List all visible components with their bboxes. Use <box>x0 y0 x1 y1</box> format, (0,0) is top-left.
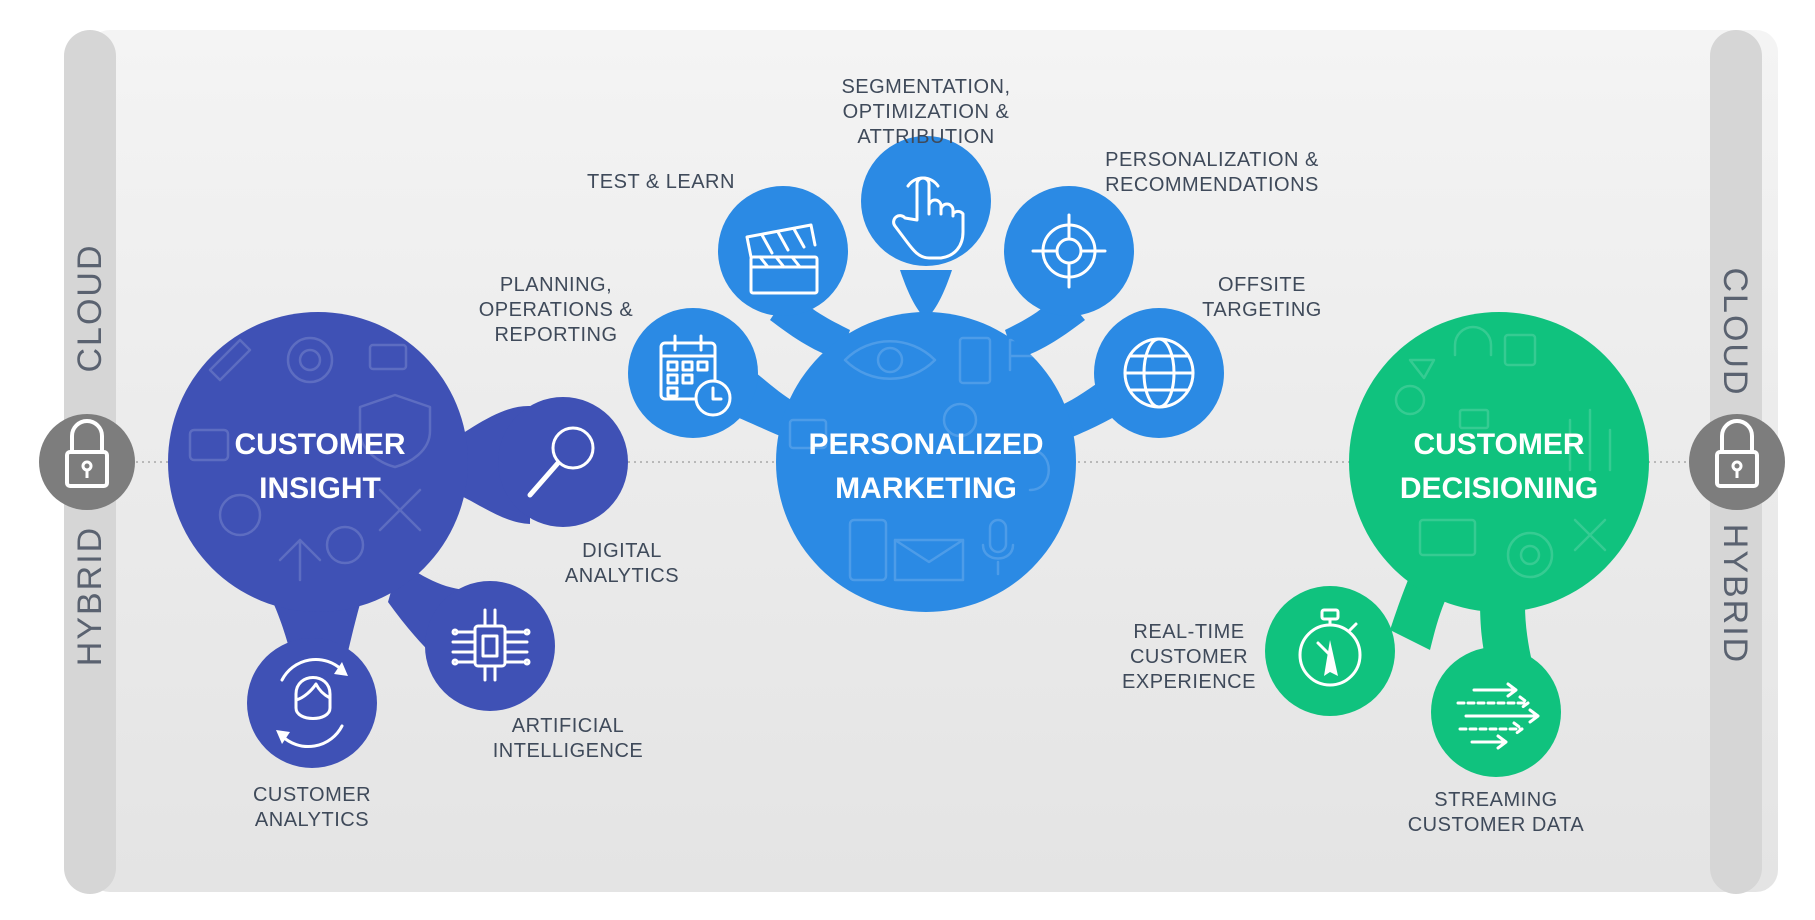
customer-analytics-node[interactable] <box>247 638 377 768</box>
test-learn-label: TEST & LEARN <box>587 171 735 193</box>
customer-decisioning-title: CUSTOMER <box>1413 428 1584 461</box>
right-pill-top-label: CLOUD <box>1716 267 1754 396</box>
planning-label: REPORTING <box>494 324 617 346</box>
customer-analytics-label: CUSTOMER <box>253 784 371 806</box>
segmentation-node[interactable] <box>861 136 991 266</box>
pointer-hand-icon <box>892 176 965 260</box>
left-pill-top-label: CLOUD <box>71 243 109 372</box>
digital-analytics-label: DIGITAL <box>582 540 662 562</box>
calendar-clock-icon <box>659 334 732 417</box>
digital-analytics-label: ANALYTICS <box>565 565 679 587</box>
marketing-ghost-icons <box>788 336 1050 582</box>
personalization-label: PERSONALIZATION & <box>1105 149 1319 171</box>
personalized-marketing-title: PERSONALIZED <box>808 428 1043 461</box>
decisioning-ghost-icons <box>1394 325 1612 579</box>
customer-decisioning-cluster <box>1265 312 1649 777</box>
customer-insight-bubble[interactable] <box>168 312 468 612</box>
streaming-data-node[interactable] <box>1431 647 1561 777</box>
test-learn-node[interactable] <box>718 186 848 316</box>
left-pill-bottom-label: HYBRID <box>71 526 109 666</box>
connector <box>900 270 952 318</box>
streaming-data-label: CUSTOMER DATA <box>1408 814 1585 836</box>
right-pill-bottom-label: HYBRID <box>1716 524 1754 664</box>
clapperboard-icon <box>745 223 819 295</box>
stopwatch-icon <box>1298 608 1362 687</box>
artificial-intelligence-node[interactable] <box>425 581 555 711</box>
artificial-intelligence-label: ARTIFICIAL <box>512 715 624 737</box>
streaming-arrows-icon <box>1456 682 1540 750</box>
right-pill: CLOUD HYBRID <box>1689 30 1785 894</box>
target-icon <box>1031 213 1107 289</box>
streaming-data-label: STREAMING <box>1434 789 1557 811</box>
offsite-targeting-label: TARGETING <box>1202 299 1322 321</box>
planning-node[interactable] <box>628 308 758 438</box>
real-time-experience-label: CUSTOMER <box>1130 646 1248 668</box>
insight-ghost-icons <box>188 336 432 582</box>
planning-label: PLANNING, <box>500 274 612 296</box>
customer-decisioning-bubble[interactable] <box>1349 312 1649 612</box>
personalization-node[interactable] <box>1004 186 1134 316</box>
segmentation-label: SEGMENTATION, <box>841 76 1010 98</box>
artificial-intelligence-label: INTELLIGENCE <box>493 740 643 762</box>
segmentation-label: ATTRIBUTION <box>857 126 994 148</box>
customer-insight-title: CUSTOMER <box>234 428 405 461</box>
real-time-experience-label: EXPERIENCE <box>1122 671 1256 693</box>
customer-analytics-label: ANALYTICS <box>255 809 369 831</box>
real-time-experience-label: REAL-TIME <box>1133 621 1244 643</box>
planning-label: OPERATIONS & <box>479 299 634 321</box>
customer-insight-title: INSIGHT <box>259 472 381 505</box>
customer-decisioning-title: DECISIONING <box>1400 472 1598 505</box>
personalization-label: RECOMMENDATIONS <box>1105 174 1319 196</box>
person-cycle-icon <box>276 657 348 749</box>
lock-icon <box>39 414 135 510</box>
personalized-marketing-title: MARKETING <box>835 472 1017 505</box>
offsite-targeting-label: OFFSITE <box>1218 274 1306 296</box>
segmentation-label: OPTIMIZATION & <box>843 101 1010 123</box>
left-pill: CLOUD HYBRID <box>39 30 135 894</box>
lock-icon <box>1689 414 1785 510</box>
chip-icon <box>451 608 531 682</box>
personalized-marketing-bubble[interactable] <box>776 312 1076 612</box>
globe-icon <box>1123 337 1195 409</box>
magnifier-icon <box>527 426 595 498</box>
digital-analytics-node[interactable] <box>498 397 628 527</box>
